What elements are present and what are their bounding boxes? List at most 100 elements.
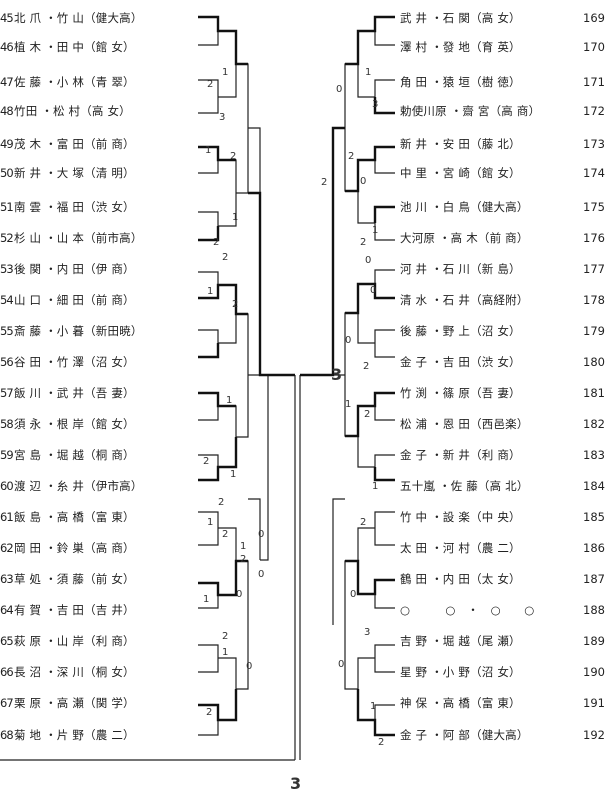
- entry-pair-name: 金 子 ・阿 部（健大高）: [400, 728, 529, 742]
- score-mark: 1: [203, 594, 210, 605]
- entry-number: 52: [0, 231, 14, 245]
- entry-pair-name: 金 子 ・新 井（利 商）: [400, 448, 521, 462]
- score-mark: 2: [240, 554, 247, 565]
- score-mark: 0: [258, 529, 265, 540]
- entry-number: 53: [0, 262, 14, 276]
- entry-number: 48: [0, 104, 14, 118]
- entry-pair-name: 萩 原 ・山 岸（利 商）: [14, 634, 135, 648]
- entry-number: 188: [583, 603, 605, 617]
- entry-number: 66: [0, 665, 14, 679]
- entry-pair-name: 神 保 ・高 橋（富 東）: [400, 696, 521, 710]
- entry-pair-name: 竹 渕 ・篠 原（吾 妻）: [400, 386, 521, 400]
- entry-number: 189: [583, 634, 605, 648]
- entry-number: 187: [583, 572, 605, 586]
- entry-pair-name: 斎 藤 ・小 暮（新田暁）: [14, 324, 143, 338]
- entry-number: 49: [0, 137, 14, 151]
- entry-number: 55: [0, 324, 14, 338]
- entry-pair-name: 太 田 ・河 村（農 二）: [400, 541, 521, 555]
- entry-number: 58: [0, 417, 14, 431]
- score-mark: 2: [218, 497, 225, 508]
- score-mark: 0: [258, 569, 265, 580]
- entry-number: 173: [583, 137, 605, 151]
- entry-pair-name: 池 川 ・白 鳥（健大高）: [400, 200, 529, 214]
- score-mark: 1: [222, 647, 229, 658]
- entry-pair-name: 茂 木 ・富 田（前 商）: [14, 137, 135, 151]
- score-mark: 3: [364, 627, 371, 638]
- entry-pair-name: 杉 山 ・山 本（前市高）: [14, 231, 143, 245]
- score-mark: 0: [360, 176, 367, 187]
- entry-number: 190: [583, 665, 605, 679]
- entry-number: 181: [583, 386, 605, 400]
- entry-pair-name: 後 関 ・内 田（伊 商）: [14, 262, 135, 276]
- entry-number: 59: [0, 448, 14, 462]
- score-mark: 2: [321, 177, 328, 188]
- entry-number: 68: [0, 728, 14, 742]
- entry-number: 47: [0, 75, 14, 89]
- entry-pair-name: 北 爪 ・竹 山（健大高）: [14, 11, 143, 25]
- entry-pair-name: 鶴 田 ・内 田（太 女）: [400, 572, 521, 586]
- entry-number: 171: [583, 75, 605, 89]
- entry-pair-name: 南 雲 ・福 田（渋 女）: [14, 200, 135, 214]
- entry-number: 57: [0, 386, 14, 400]
- entry-pair-name: 山 口 ・細 田（前 商）: [14, 293, 135, 307]
- entry-number: 191: [583, 696, 605, 710]
- entry-pair-name: 大河原 ・高 木（前 商）: [400, 231, 529, 245]
- entry-number: 184: [583, 479, 605, 493]
- entry-pair-name: 澤 村 ・發 地（育 英）: [400, 40, 521, 54]
- score-mark: 1: [370, 701, 377, 712]
- entry-pair-name: 勅使川原 ・齋 宮（高 商）: [400, 104, 541, 118]
- entry-pair-name: 新 井 ・安 田（藤 北）: [400, 137, 521, 151]
- entry-pair-name: 飯 川 ・武 井（吾 妻）: [14, 386, 135, 400]
- score-mark: 2: [206, 707, 213, 718]
- entry-pair-name: 菊 地 ・片 野（農 二）: [14, 728, 135, 742]
- entry-pair-name: 松 浦 ・恩 田（西邑楽）: [400, 417, 529, 431]
- entry-number: 177: [583, 262, 605, 276]
- entry-pair-name: 金 子 ・吉 田（渋 女）: [400, 355, 521, 369]
- score-mark: 2: [360, 517, 367, 528]
- entry-pair-name: 清 水 ・石 井（高経附）: [400, 293, 529, 307]
- score-mark: 1: [205, 145, 212, 156]
- score-mark: 2: [378, 737, 385, 748]
- entry-pair-name: ○ ○ ・ ○ ○: [400, 603, 535, 617]
- score-mark: 1: [207, 286, 214, 297]
- score-mark: 2: [222, 631, 229, 642]
- score-mark: 2: [213, 237, 220, 248]
- entry-pair-name: 新 井 ・大 塚（清 明）: [14, 166, 135, 180]
- entry-number: 54: [0, 293, 14, 307]
- score-mark: 3: [219, 112, 226, 123]
- entry-number: 45: [0, 11, 14, 25]
- entry-number: 186: [583, 541, 605, 555]
- score-mark: 2: [222, 252, 229, 263]
- entry-pair-name: 谷 田 ・竹 澤（沼 女）: [14, 355, 135, 369]
- semifinal-score-mark: 3: [331, 365, 343, 384]
- score-mark: 1: [372, 225, 379, 236]
- entry-number: 65: [0, 634, 14, 648]
- score-mark: 2: [232, 299, 239, 310]
- score-mark: 0: [365, 255, 372, 266]
- entry-number: 172: [583, 104, 605, 118]
- score-mark: 3: [372, 99, 379, 110]
- score-mark: 0: [370, 285, 377, 296]
- score-mark: 2: [207, 79, 214, 90]
- entry-pair-name: 角 田 ・猿 垣（樹 徳）: [400, 75, 521, 89]
- entry-number: 180: [583, 355, 605, 369]
- entry-number: 176: [583, 231, 605, 245]
- entry-number: 182: [583, 417, 605, 431]
- entry-number: 175: [583, 200, 605, 214]
- entry-number: 67: [0, 696, 14, 710]
- entry-pair-name: 竹田 ・松 村（高 女）: [14, 104, 131, 118]
- entry-pair-name: 吉 野 ・堀 越（尾 瀬）: [400, 634, 521, 648]
- entry-pair-name: 長 沼 ・深 川（桐 女）: [14, 665, 135, 679]
- entry-pair-name: 竹 中 ・設 楽（中 央）: [400, 510, 521, 524]
- entry-number: 62: [0, 541, 14, 555]
- entry-pair-name: 岡 田 ・鈴 巣（高 商）: [14, 541, 135, 555]
- entry-pair-name: 栗 原 ・高 瀬（関 学）: [14, 696, 135, 710]
- entry-pair-name: 中 里 ・宮 崎（館 女）: [400, 166, 521, 180]
- entry-number: 56: [0, 355, 14, 369]
- entry-number: 179: [583, 324, 605, 338]
- score-mark: 2: [364, 409, 371, 420]
- score-mark: 1: [207, 517, 214, 528]
- score-mark: 1: [240, 541, 247, 552]
